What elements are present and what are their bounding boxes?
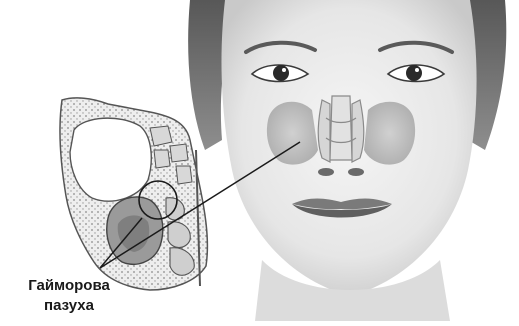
face-illustration [188,0,506,321]
orbit-cavity [70,118,151,201]
left-maxillary-sinus [267,102,318,165]
maxillary-sinus-label: Гайморова пазуха [8,276,130,316]
label-line-2: пазуха [8,296,130,316]
skull-section-diagram [60,98,208,290]
right-maxillary-sinus [364,102,415,165]
nasal-structure [318,96,364,162]
label-line-1: Гайморова [8,276,130,296]
